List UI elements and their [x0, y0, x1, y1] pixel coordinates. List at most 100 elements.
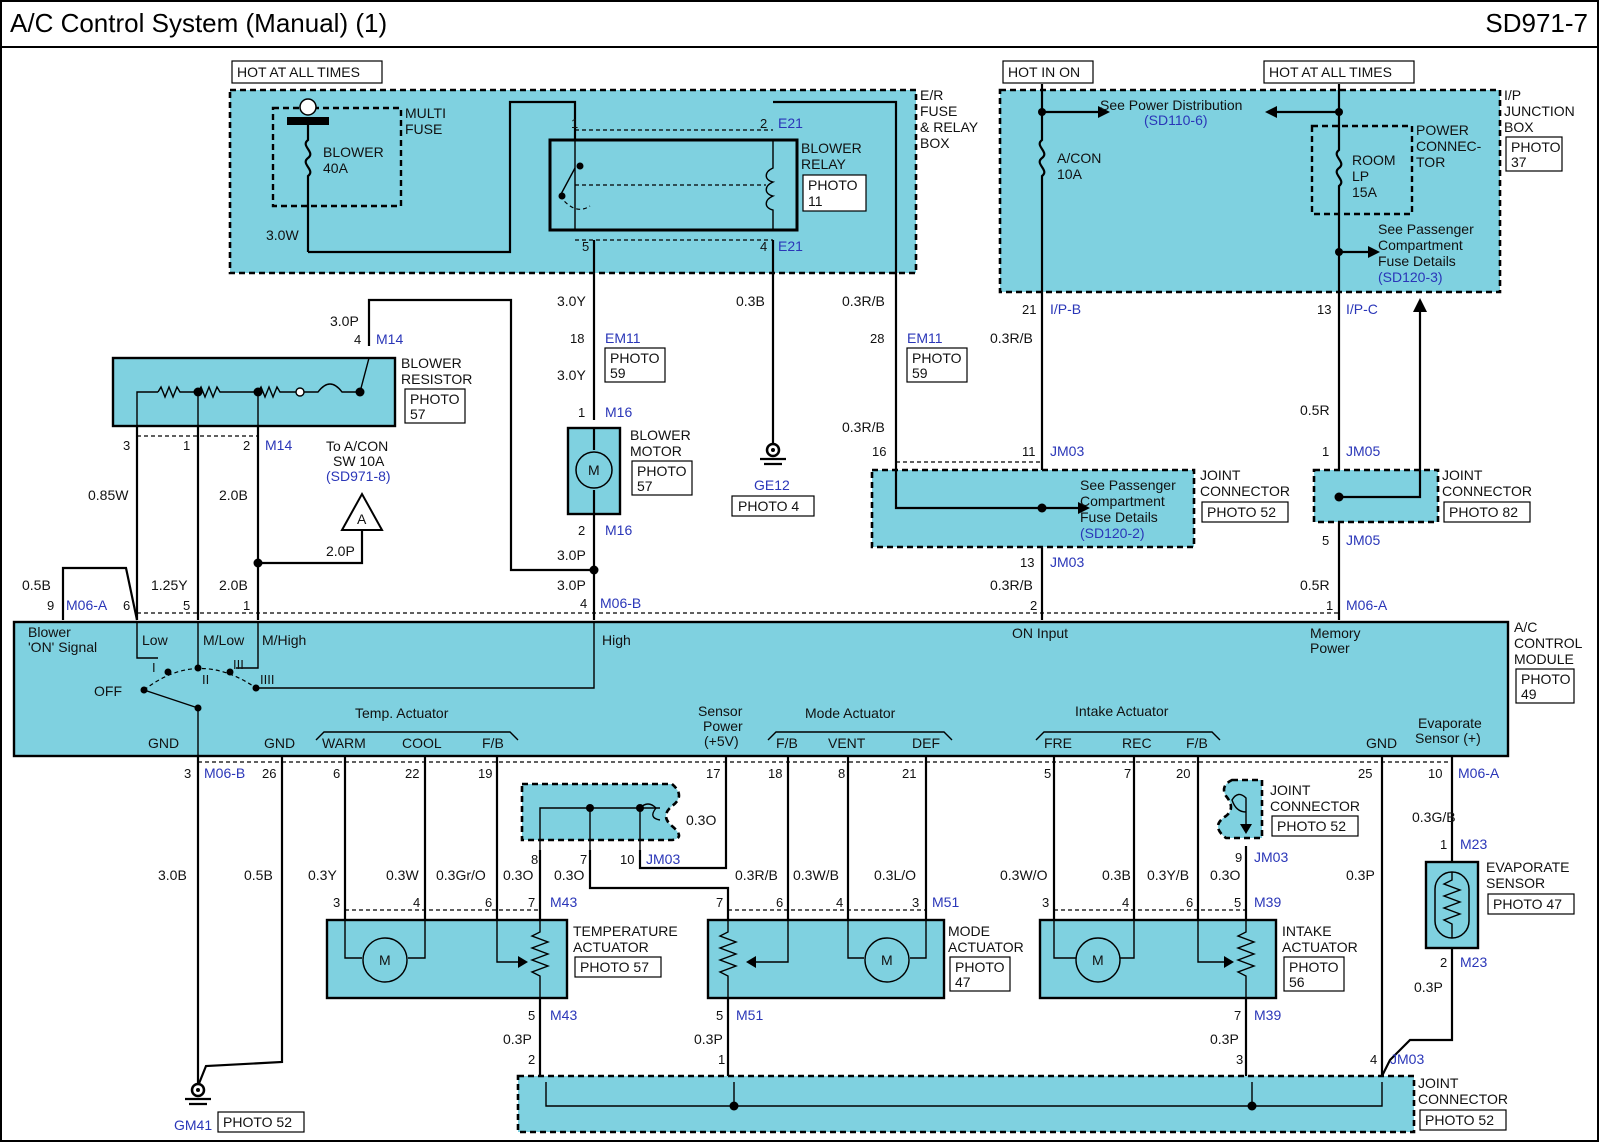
jm03-bot-pin-1: 1	[718, 1052, 725, 1067]
wire-relay-to-em11	[773, 100, 898, 340]
acm-memory-1: Memory	[1310, 625, 1361, 641]
sw-label-1: I	[152, 660, 156, 675]
connector-a-triangle	[340, 491, 384, 531]
er-box-label-2: FUSE	[920, 103, 957, 119]
m06a-pin-6: 6	[123, 598, 130, 613]
arrow-right-icon-2	[1368, 246, 1380, 258]
blower-relay-photo-box	[802, 174, 867, 212]
acm-label-3: MODULE	[1514, 651, 1574, 667]
conn-m16-top: M16	[605, 404, 632, 420]
m23-pin-1: 1	[1440, 837, 1447, 852]
evap-photo-box	[1487, 893, 1575, 915]
em11-photo-box-a	[604, 347, 666, 383]
conn-m51-bottom: M51	[736, 1007, 763, 1023]
m14-pin-3: 3	[123, 438, 130, 453]
intake-wiper-arrow	[1224, 956, 1234, 968]
acon-fuse-label-1: A/CON	[1057, 150, 1101, 166]
sw-low-lead	[136, 622, 158, 659]
wire-3-0p-resistor	[367, 298, 594, 572]
wire-0-3o-sensor: 0.3O	[686, 812, 716, 828]
jm03-intake-photo: PHOTO 52	[1277, 818, 1346, 834]
acm-sensor-1: Sensor	[698, 703, 743, 719]
temp-actuator-photo-box	[574, 956, 662, 978]
intake-actuator-label-1: INTAKE	[1282, 923, 1332, 939]
m39-pin-6: 6	[1186, 895, 1193, 910]
m06a-pin-9: 9	[47, 598, 54, 613]
jm03-pin-8: 8	[531, 852, 538, 867]
mode-actuator-label-2: ACTUATOR	[948, 939, 1024, 955]
wire-0-5b-gnd-label: 0.5B	[244, 867, 273, 883]
er-box-label-1: E/R	[920, 87, 943, 103]
em11-photo-a-1: PHOTO	[610, 350, 660, 366]
wire-3-0y-label-2: 3.0Y	[557, 367, 586, 383]
pin-8-vent: 8	[838, 766, 845, 781]
sw-label-4: IIII	[260, 672, 274, 687]
pin-25-gnd: 25	[1358, 766, 1372, 781]
gm41-name: GM41	[174, 1117, 212, 1133]
pin-21-def: 21	[902, 766, 916, 781]
jm05-photo: PHOTO 82	[1449, 504, 1518, 520]
wire-0-3rb-mode-label: 0.3R/B	[735, 867, 778, 883]
relay-pivot-dot	[558, 192, 566, 200]
jm03-pin-11: 11	[1022, 444, 1036, 459]
conn-ipb: I/P-B	[1050, 301, 1081, 317]
conn-ipc: I/P-C	[1346, 301, 1378, 317]
m14-pin-4: 4	[354, 332, 361, 347]
jm03-bottom-label-1: JOINT	[1418, 1075, 1459, 1091]
arrow-left-icon	[1265, 106, 1277, 118]
wire-0-3p-evap	[1381, 948, 1454, 1077]
arrow-right-icon-3	[1078, 502, 1090, 514]
wire-0-3o-intake-label: 0.3O	[1210, 867, 1240, 883]
to-acon-ref: (SD971-8)	[326, 468, 391, 484]
blower-fuse-icon	[304, 125, 312, 252]
mode-motor-lead-2	[910, 920, 927, 959]
hot-label-box-2	[1263, 60, 1415, 84]
m51-pin-5: 5	[716, 1008, 723, 1023]
blower-resistor-photo-2: 57	[410, 406, 426, 422]
jm03-bottom-bus	[545, 1082, 1383, 1107]
conn-m43-top: M43	[550, 894, 577, 910]
blower-motor-label-2: MOTOR	[630, 443, 682, 459]
pin-20-fb: 20	[1176, 766, 1190, 781]
em11-photo-b-1: PHOTO	[912, 350, 962, 366]
wire-fuse-to-relay	[308, 100, 577, 254]
motor-icon	[575, 451, 613, 489]
acm-blower-on-2: 'ON' Signal	[28, 639, 97, 655]
er-box-label-3: & RELAY	[920, 119, 979, 135]
mode-actuator-photo-2: 47	[955, 974, 971, 990]
relay-pin-4: 4	[760, 239, 767, 254]
intake-actuator-photo-1: PHOTO	[1289, 959, 1339, 975]
wire-3-0b-label: 3.0B	[158, 867, 187, 883]
mode-pot-icon	[718, 920, 738, 998]
conn-m06b-bottom: M06-B	[204, 765, 245, 781]
arrow-up-icon	[1413, 298, 1427, 312]
hot-label-2: HOT AT ALL TIMES	[1269, 64, 1392, 80]
blower-motor-photo-2: 57	[637, 478, 653, 494]
acm-photo-2: 49	[1521, 686, 1537, 702]
m16-pin-2: 2	[578, 523, 585, 538]
room-lp-fuse-icon	[1335, 84, 1343, 322]
jm05-label-2: CONNECTOR	[1442, 483, 1532, 499]
joint-connector-jm03-sensor	[520, 782, 681, 842]
conn-jm03-intake: JM03	[1254, 849, 1288, 865]
wire-0-5b	[61, 566, 139, 621]
wire-2-0b-label-2: 2.0B	[219, 577, 248, 593]
conn-m06b-top: M06-B	[600, 595, 641, 611]
mode-fb-lead	[754, 920, 789, 963]
jm03-sensor-bus	[539, 807, 660, 850]
jm03-bottom-photo: PHOTO 52	[1425, 1112, 1494, 1128]
pin-6-warm: 6	[333, 766, 340, 781]
blower-relay-label-1: BLOWER	[801, 140, 862, 156]
pin-19-fb: 19	[478, 766, 492, 781]
acon-fuse-icon	[1038, 84, 1046, 322]
see-power-ref: (SD110-6)	[1144, 112, 1208, 128]
acm-sensor-2: Power	[703, 718, 743, 734]
conn-jm03-sensor: JM03	[646, 851, 680, 867]
jm03-sensor-loop	[639, 803, 661, 821]
pin-10-evap: 10	[1428, 766, 1442, 781]
conn-m39-top: M39	[1254, 894, 1281, 910]
er-fuse-relay-box	[228, 88, 918, 275]
relay-pin-2: 2	[760, 116, 767, 131]
mode-actuator-photo-box	[949, 956, 1011, 992]
see-pass-2-line-2: Compartment	[1080, 493, 1165, 509]
